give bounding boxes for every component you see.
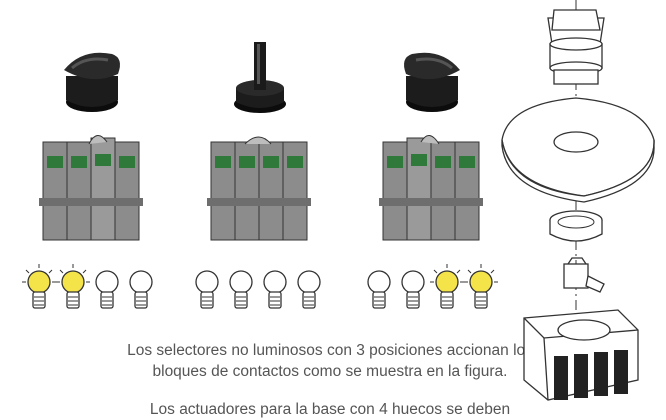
bulb-icon xyxy=(56,264,90,309)
contact-block xyxy=(427,141,459,241)
bulb-icon xyxy=(297,270,321,309)
selector-knob-icon xyxy=(404,52,460,112)
contact-block xyxy=(403,137,435,241)
lamp-row xyxy=(190,262,340,332)
contact-block xyxy=(379,141,411,241)
selector-head-icon xyxy=(547,9,605,85)
ring-nut-icon xyxy=(549,210,603,242)
contact-block xyxy=(255,141,287,241)
contact-blocks xyxy=(39,135,143,241)
exploded-assembly xyxy=(501,0,655,401)
bulb-icon xyxy=(430,264,464,309)
contact-block xyxy=(87,137,119,241)
caption-line-2: bloques de contactos como se muestra en … xyxy=(152,363,508,380)
selector-knob-icon xyxy=(64,52,120,112)
bulb-icon xyxy=(229,270,253,309)
contact-block xyxy=(231,141,263,241)
contact-block xyxy=(39,141,71,241)
position-group-left xyxy=(22,0,172,340)
figure-caption: Los selectores no luminosos con 3 posici… xyxy=(80,340,580,382)
bulb-icon xyxy=(129,270,153,309)
bulb-icon xyxy=(95,270,119,309)
contact-block xyxy=(63,141,95,241)
bulb-icon xyxy=(367,270,391,309)
bulb-icon xyxy=(263,270,287,309)
bulb-icon xyxy=(22,264,56,309)
contact-block xyxy=(451,141,483,241)
contact-block xyxy=(279,141,311,241)
selector-knob-icon xyxy=(234,42,286,113)
bulb-icon xyxy=(464,264,498,309)
contact-block xyxy=(207,141,239,241)
contact-blocks xyxy=(207,136,311,241)
contact-blocks xyxy=(379,135,483,241)
anti-rotation-clip-icon xyxy=(563,257,605,293)
bulb-icon xyxy=(195,270,219,309)
bulb-icon xyxy=(401,270,425,309)
caption-line-1: Los selectores no luminosos con 3 posici… xyxy=(127,342,533,359)
lamp-row xyxy=(22,262,172,332)
position-group-right xyxy=(362,0,512,340)
contact-block xyxy=(111,141,143,241)
contact-base-icon xyxy=(523,309,639,401)
lamp-row xyxy=(362,262,512,332)
position-group-center xyxy=(190,0,340,340)
mounting-gasket-icon xyxy=(501,97,655,203)
